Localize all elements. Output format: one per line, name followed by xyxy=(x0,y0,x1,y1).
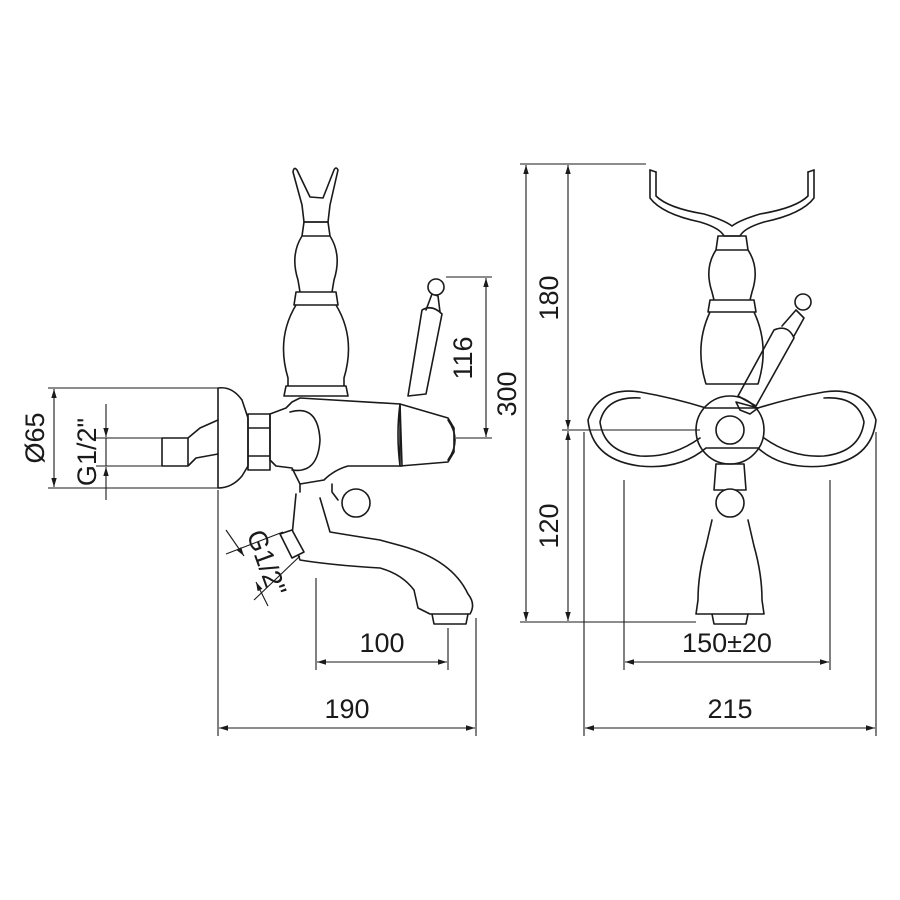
dim-diameter-65: Ø65 xyxy=(20,387,218,489)
dim-100: 100 xyxy=(315,578,449,670)
front-spout-aerator xyxy=(711,613,749,625)
dim-120: 120 xyxy=(534,431,571,621)
front-shower-holder-inner xyxy=(655,171,809,227)
dim-300-label: 300 xyxy=(492,371,522,416)
front-lever-neck xyxy=(781,309,805,337)
side-spout-nut xyxy=(279,529,305,559)
front-body-bar-inner xyxy=(599,397,865,457)
front-shower-holder-tips xyxy=(649,169,815,173)
dim-100-label: 100 xyxy=(359,628,404,658)
front-lower-body xyxy=(713,463,747,491)
front-lever-base xyxy=(735,401,759,415)
dim-190-label: 190 xyxy=(324,694,369,724)
front-valve-center xyxy=(715,415,745,445)
front-body-bar xyxy=(587,390,877,468)
side-diverter-knob xyxy=(341,488,371,518)
front-spout xyxy=(695,519,765,615)
side-shower-column xyxy=(282,221,350,397)
dim-inlet-thread-label: G1/2" xyxy=(72,418,102,486)
dim-116-label: 116 xyxy=(448,336,478,379)
front-lever-knob xyxy=(794,293,812,311)
dim-120-label: 120 xyxy=(534,503,564,548)
side-view xyxy=(161,167,474,625)
dim-215-label: 215 xyxy=(707,694,752,724)
dim-180-label: 180 xyxy=(534,275,564,320)
front-view xyxy=(587,169,877,625)
front-lever-handle xyxy=(737,327,795,407)
dim-116: 116 xyxy=(446,276,492,439)
side-eccentric-elbow xyxy=(161,419,219,467)
side-lever-knob xyxy=(427,278,445,296)
side-lever-handle xyxy=(407,306,443,397)
side-spout xyxy=(291,493,474,615)
side-wall-flange xyxy=(217,386,249,489)
dim-180: 180 xyxy=(534,165,700,431)
side-body-dome xyxy=(289,409,321,472)
dim-inlet-thread: G1/2" xyxy=(72,404,162,500)
side-lever-neck xyxy=(425,293,441,313)
side-spout-aerator xyxy=(431,613,469,625)
dim-190: 190 xyxy=(217,490,477,736)
side-valve-housing xyxy=(397,403,455,467)
dim-300: 300 xyxy=(492,163,696,623)
dim-diameter-label: Ø65 xyxy=(20,412,50,463)
front-shower-column xyxy=(700,235,764,385)
side-shower-holder xyxy=(292,167,339,223)
front-diverter-knob xyxy=(715,488,745,518)
dim-150-20: 150±20 xyxy=(623,480,831,670)
side-inlet-connector xyxy=(247,413,271,471)
dim-215: 215 xyxy=(583,432,877,736)
dim-150-20-label: 150±20 xyxy=(682,628,772,658)
side-main-body xyxy=(269,397,403,485)
side-valve-cap xyxy=(447,419,456,461)
side-diverter-neck xyxy=(299,483,339,501)
